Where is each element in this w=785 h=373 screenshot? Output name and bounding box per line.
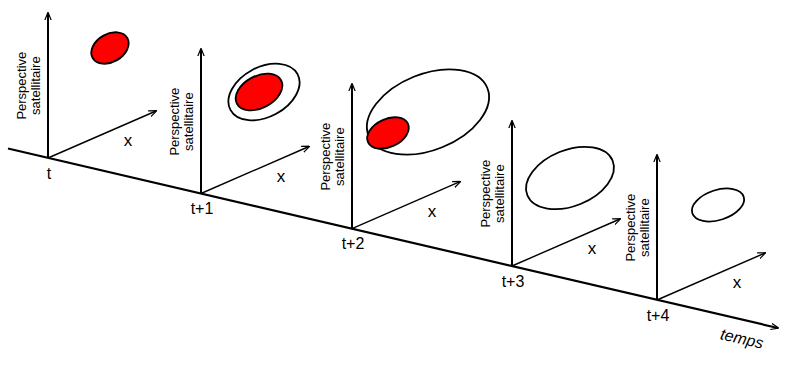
outline-zone — [517, 135, 623, 221]
vertical-axis — [200, 49, 202, 194]
time-label: t — [47, 166, 51, 183]
time-label: t+2 — [342, 236, 365, 253]
x-axis — [352, 182, 460, 229]
outline-zone — [219, 52, 310, 132]
axis-title: Perspective satellitaire — [15, 44, 42, 128]
time-label: t+1 — [191, 201, 214, 218]
red-zone — [362, 111, 414, 155]
vertical-axis — [656, 155, 658, 300]
red-zone — [229, 66, 288, 118]
vertical-axis — [47, 13, 49, 158]
axis-label: x — [733, 274, 742, 292]
axis-label: x — [277, 168, 286, 186]
axis-label: x — [428, 203, 437, 221]
axis-title: Perspective satellitaire — [319, 115, 346, 199]
x-axis — [657, 253, 765, 300]
time-axis — [8, 149, 778, 329]
time-label: t+4 — [647, 308, 670, 325]
axis-title: Perspective satellitaire — [479, 152, 506, 236]
x-axis — [48, 111, 156, 158]
axis-title: Perspective satellitaire — [624, 186, 651, 270]
red-zone — [86, 26, 135, 70]
time-label: t+3 — [502, 274, 525, 291]
outline-zone — [688, 182, 749, 227]
axis-label: x — [124, 132, 133, 150]
axis-title: Perspective satellitaire — [168, 80, 195, 164]
x-axis — [201, 147, 309, 194]
outline-zone — [354, 53, 501, 171]
vertical-axis — [351, 84, 353, 229]
axis-label: x — [588, 240, 597, 258]
x-axis — [512, 219, 620, 266]
time-axis-label: temps — [719, 326, 765, 352]
vertical-axis — [511, 121, 513, 266]
